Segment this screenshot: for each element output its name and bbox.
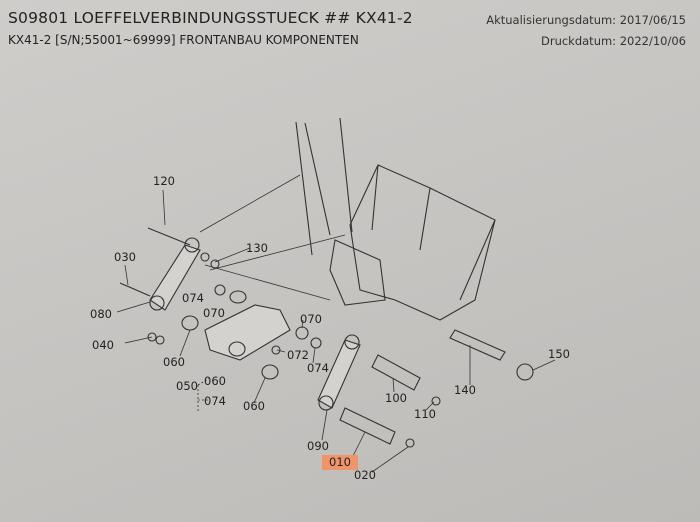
arm-outline [295, 121, 331, 256]
part-label[interactable]: 020 [354, 468, 376, 482]
part-label[interactable]: 074 [204, 394, 226, 408]
part-label[interactable]: 070 [300, 312, 322, 326]
pin-010 [339, 407, 396, 445]
pin-100 [371, 354, 421, 391]
part-label[interactable]: 050 [176, 379, 198, 393]
grease-fitting [405, 438, 415, 448]
print-date: Druckdatum: 2022/10/06 [540, 34, 686, 48]
part-label[interactable]: 100 [385, 391, 407, 405]
group-bracket-050 [197, 377, 211, 412]
part-label[interactable]: 074 [307, 361, 329, 375]
ring-150 [516, 363, 534, 381]
update-date: Aktualisierungsdatum: 2017/06/15 [486, 13, 686, 27]
bushing [261, 364, 279, 380]
link-090 [317, 339, 361, 409]
bushing [295, 326, 309, 340]
page-title: S09801 LOEFFELVERBINDUNGSSTUECK ## KX41-… [8, 9, 413, 27]
link-050 [204, 304, 291, 361]
part-label[interactable]: 110 [414, 407, 436, 421]
bushing [229, 290, 247, 304]
bushing [228, 341, 246, 357]
part-label[interactable]: 060 [204, 374, 226, 388]
part-label-highlighted[interactable]: 010 [322, 455, 358, 470]
part-label[interactable]: 072 [287, 348, 309, 362]
part-label[interactable]: 030 [114, 250, 136, 264]
nut [147, 332, 157, 342]
guide-lines [199, 174, 346, 301]
bolts [119, 227, 191, 297]
part-label[interactable]: 060 [243, 399, 265, 413]
bushing [181, 315, 199, 331]
part-label[interactable]: 150 [548, 347, 570, 361]
bushing [310, 337, 322, 349]
bushing [214, 284, 226, 296]
part-label[interactable]: 074 [182, 291, 204, 305]
part-label[interactable]: 060 [163, 355, 185, 369]
grease-fitting [431, 396, 441, 406]
part-label[interactable]: 130 [246, 241, 268, 255]
nut [155, 335, 165, 345]
part-label[interactable]: 090 [307, 439, 329, 453]
nut [200, 252, 210, 262]
part-label[interactable]: 080 [90, 307, 112, 321]
leader-lines [116, 189, 556, 473]
link-eye [149, 295, 165, 311]
nut [210, 259, 220, 269]
pin-140 [449, 329, 506, 361]
part-label[interactable]: 040 [92, 338, 114, 352]
part-label[interactable]: 120 [153, 174, 175, 188]
bucket-bracket [329, 239, 386, 306]
link-eye [318, 395, 334, 411]
grease-fitting [271, 345, 281, 355]
part-label[interactable]: 140 [454, 383, 476, 397]
part-label[interactable]: 070 [203, 306, 225, 320]
bucket-detail [371, 164, 496, 301]
link-eye [184, 237, 200, 253]
arm-outline [339, 117, 353, 233]
link-080 [149, 244, 201, 311]
page-subtitle: KX41-2 [S/N;55001~69999] FRONTANBAU KOMP… [8, 33, 359, 47]
bucket-outline [349, 164, 496, 321]
link-eye [344, 334, 360, 350]
